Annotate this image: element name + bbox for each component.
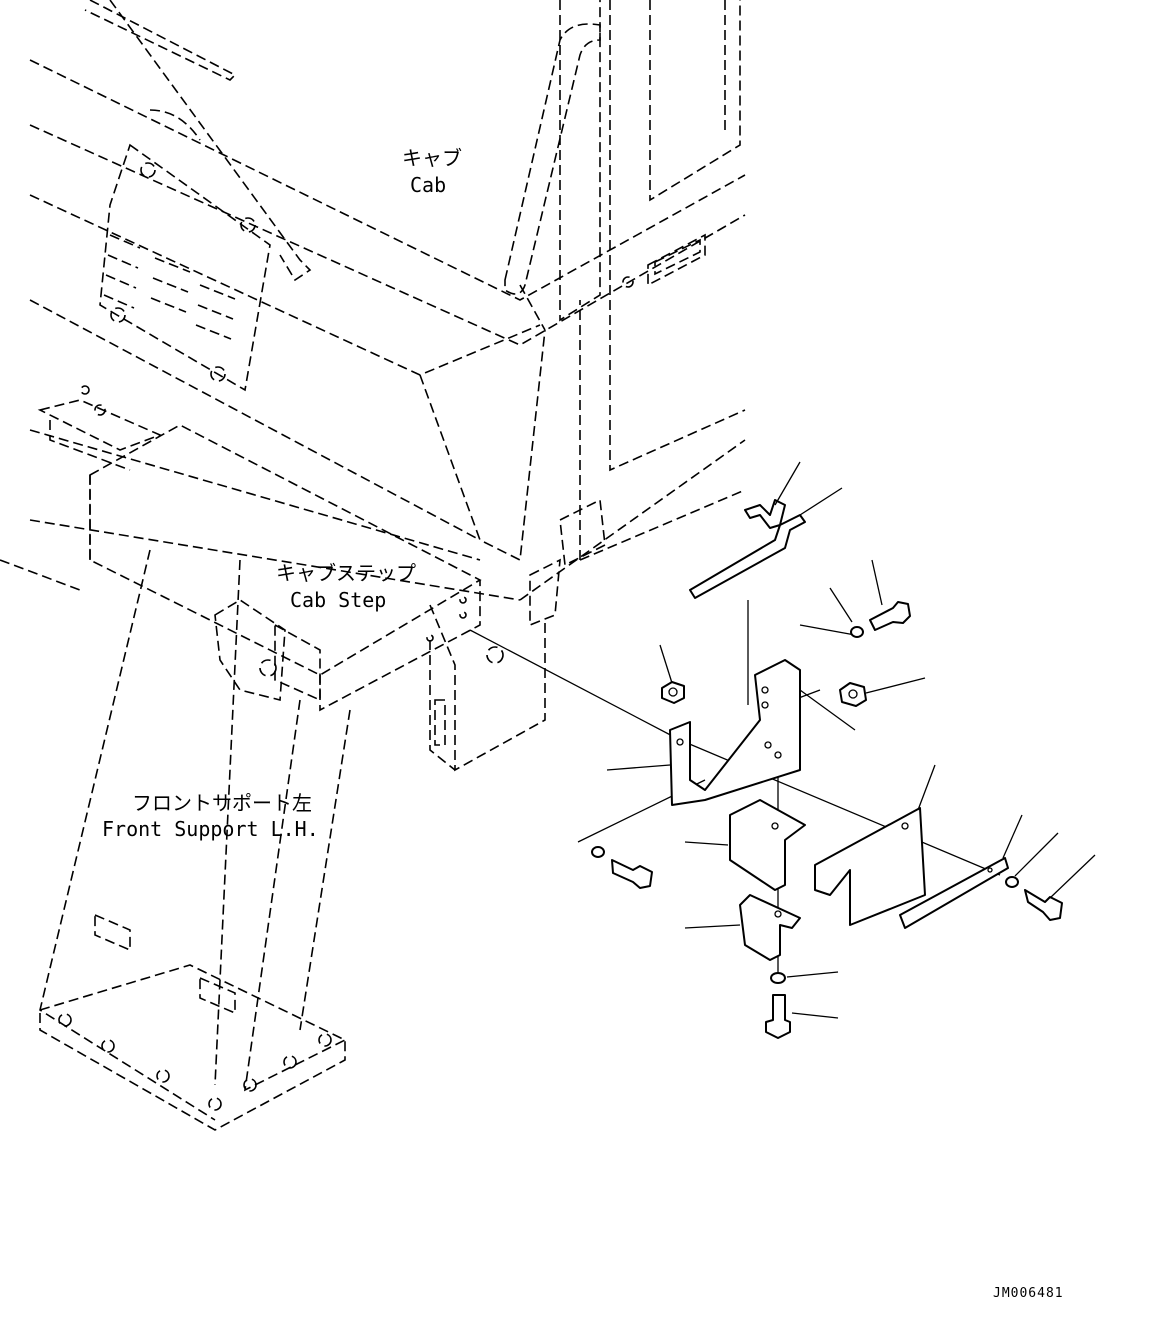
bolt-right xyxy=(1024,889,1063,921)
clip xyxy=(744,499,786,529)
washer-right xyxy=(1005,876,1019,888)
front-support-label-en: Front Support L.H. xyxy=(102,817,319,841)
exploded-parts xyxy=(469,461,1096,1039)
washer xyxy=(850,626,864,638)
cover-plate xyxy=(814,807,926,926)
front-support-label-jp: フロントサポート左 xyxy=(132,791,312,815)
washer-left xyxy=(591,846,605,858)
cab-step-label-en: Cab Step xyxy=(290,588,386,612)
bolt xyxy=(869,601,911,631)
bolt-left xyxy=(611,859,653,889)
bolt-lower xyxy=(765,994,791,1039)
cab-label-jp: キャブ xyxy=(402,146,462,170)
small-bracket xyxy=(729,799,806,891)
grille-panel xyxy=(99,143,271,392)
washer-lower xyxy=(770,972,786,984)
cab-step xyxy=(37,385,606,772)
cab-structure xyxy=(0,0,746,601)
main-bracket xyxy=(669,659,801,806)
cab-step-label-jp: キャブステップ xyxy=(276,561,416,585)
u-clamp xyxy=(739,894,801,961)
cab-label-en: Cab xyxy=(410,173,446,197)
strip-plate xyxy=(899,857,1009,929)
nut xyxy=(661,681,685,704)
drawing-code: JM006481 xyxy=(993,1286,1064,1301)
front-support-lh xyxy=(39,549,351,1131)
flange-nut xyxy=(839,682,867,707)
rod xyxy=(689,514,806,599)
